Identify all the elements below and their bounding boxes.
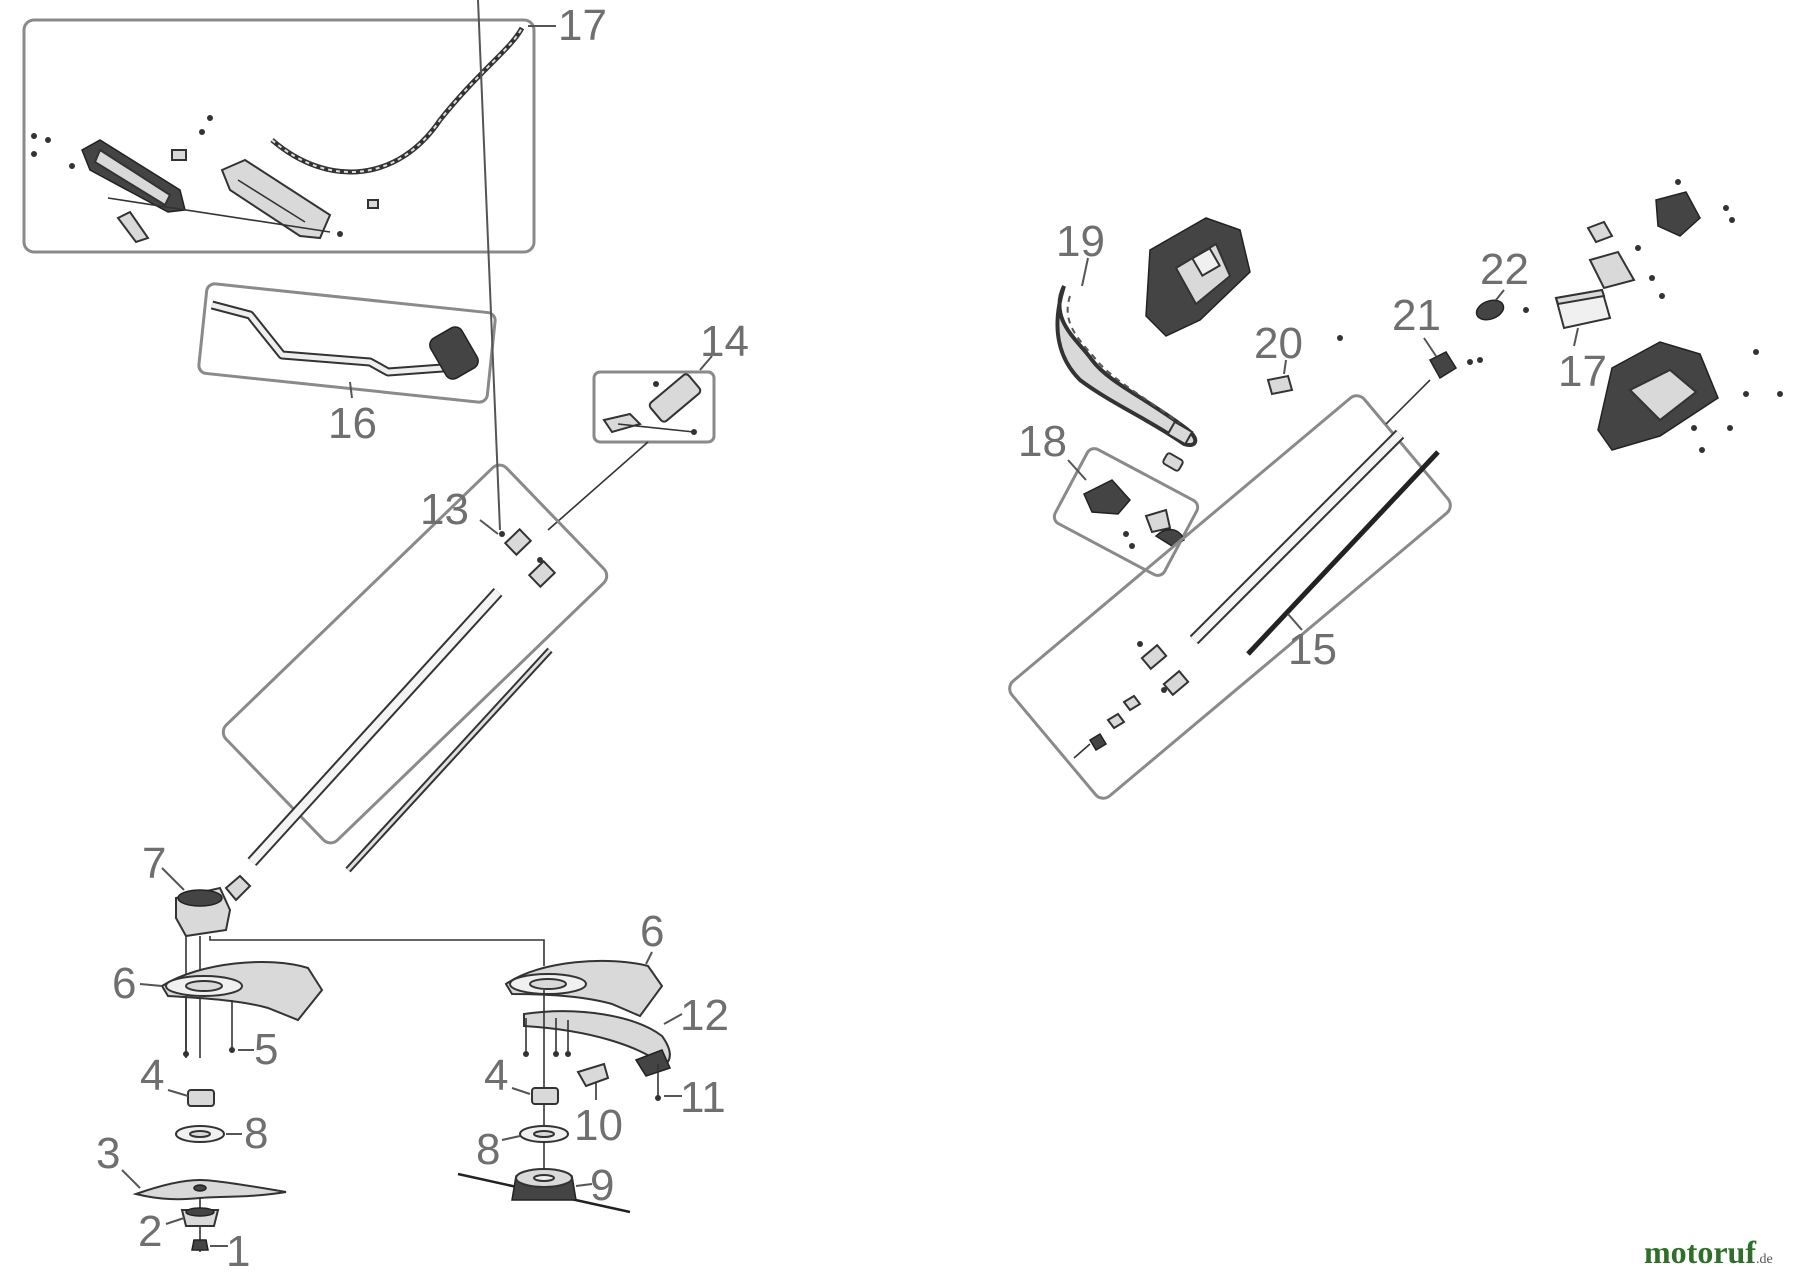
group-box-16	[197, 282, 497, 404]
switch-body	[1083, 479, 1131, 515]
callout-4-right: 4	[484, 1051, 508, 1100]
callout-5: 5	[254, 1025, 278, 1074]
callout-8-left: 8	[244, 1109, 268, 1158]
callout-18: 18	[1018, 417, 1067, 466]
spool-group: 4 8 9	[457, 990, 631, 1214]
shaft-coupler	[503, 527, 533, 557]
handle-half-right	[220, 158, 332, 240]
callout-17-right: 17	[1558, 347, 1607, 396]
switch-group: 18	[1018, 417, 1200, 577]
callout-1: 1	[226, 1227, 250, 1272]
callout-16: 16	[328, 399, 377, 448]
cutting-blade	[132, 1178, 287, 1201]
left-washers: 4 8	[140, 1051, 268, 1158]
connector-21-group: 21	[1392, 291, 1483, 380]
callout-6-right: 6	[640, 907, 664, 956]
trigger-lever	[116, 210, 150, 244]
group-box-15	[1008, 394, 1452, 800]
callout-8-right: 8	[476, 1125, 500, 1174]
clamp-body	[648, 373, 702, 423]
brand-domain: .de	[1755, 1252, 1773, 1267]
lock-button	[171, 149, 187, 161]
callout-15: 15	[1288, 625, 1337, 674]
callout-7: 7	[142, 839, 166, 888]
bracket-group: 10 11	[574, 1062, 726, 1150]
shaft-bushing	[1106, 712, 1126, 730]
connector-21	[1428, 351, 1458, 380]
gear-head-group: 7	[142, 839, 252, 938]
callout-10: 10	[574, 1101, 623, 1150]
knob-22-group: 22	[1475, 245, 1529, 321]
callout-11: 11	[680, 1073, 726, 1122]
switch-button	[1144, 508, 1172, 534]
bracket	[576, 1062, 610, 1088]
lower-shaft-group: 13	[221, 0, 609, 873]
brand-watermark: motoruf.de	[1644, 1234, 1773, 1271]
trimmer-guard-right: 6	[504, 907, 664, 1018]
aux-handle-grip	[429, 326, 479, 380]
strap-hook	[1162, 452, 1184, 472]
group-box-13	[221, 463, 609, 845]
shoulder-strap-group: 19	[1055, 217, 1198, 472]
callout-22: 22	[1480, 245, 1529, 294]
guard-extension-group: 12	[523, 991, 729, 1077]
rear-housing-group: 17	[1554, 179, 1783, 453]
blade-guard-left: 6 5	[112, 959, 324, 1074]
upper-drive-shaft	[1246, 450, 1440, 656]
callout-4-left: 4	[140, 1051, 164, 1100]
flange-nut-group: 2 1	[138, 1207, 250, 1272]
strap-buckle	[1166, 420, 1194, 446]
cutting-blade-group: 3	[96, 1129, 287, 1252]
group-box-17	[22, 18, 536, 254]
aux-handle-group: 16	[197, 282, 497, 448]
callout-9: 9	[590, 1161, 614, 1210]
knob-22	[1475, 299, 1505, 321]
spacer-left	[187, 1089, 215, 1107]
callout-6-left: 6	[112, 959, 136, 1008]
upper-shaft-group: 15	[1008, 379, 1452, 800]
callout-3: 3	[96, 1129, 120, 1178]
spacer-right	[531, 1087, 559, 1105]
guard-extension	[523, 1010, 671, 1068]
throttle-handle-group: 17	[22, 1, 607, 254]
cap-20-group: 20	[1254, 319, 1343, 396]
shaft-coupler-upper	[1140, 643, 1168, 671]
group-box-14	[592, 370, 716, 444]
brand-name: motoruf	[1644, 1234, 1756, 1270]
housing-clip-top	[1655, 191, 1701, 237]
callout-12: 12	[680, 991, 729, 1040]
callout-20: 20	[1254, 319, 1303, 368]
line-cutter-blade	[634, 1049, 672, 1077]
callout-21: 21	[1392, 291, 1441, 340]
cap-part-20	[1266, 374, 1294, 396]
callout-14: 14	[700, 317, 749, 366]
blade-nut	[191, 1239, 209, 1251]
clamp-group: 14	[592, 317, 749, 444]
callout-2: 2	[138, 1207, 162, 1256]
callout-17: 17	[558, 1, 607, 50]
motor-housing-group	[1145, 217, 1251, 337]
callout-13: 13	[420, 485, 469, 534]
callout-19: 19	[1056, 217, 1105, 266]
housing-latch	[1588, 250, 1636, 290]
